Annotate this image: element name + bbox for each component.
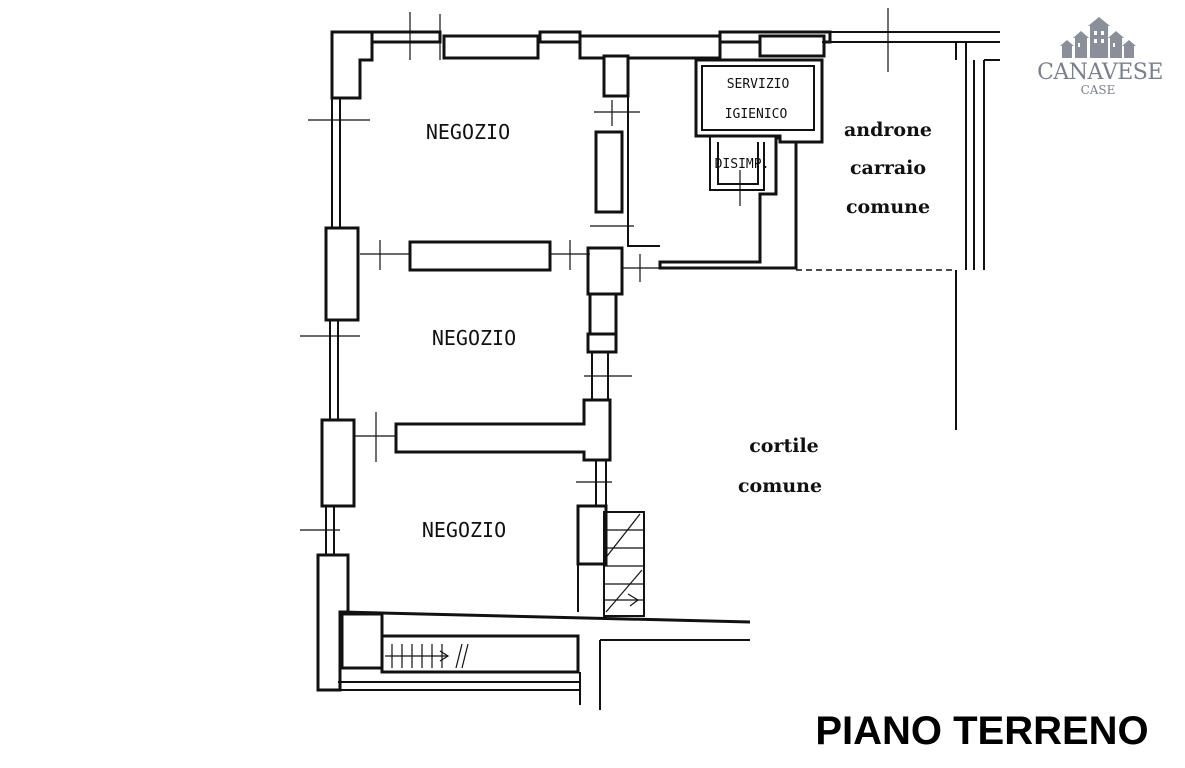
interior-walls <box>394 31 1000 617</box>
room-label-bathroom-1: SERVIZIO <box>727 77 790 92</box>
corner-pier-top-left <box>330 30 374 100</box>
bathroom-walls <box>694 58 824 144</box>
stairs-right <box>603 511 645 617</box>
logo-sub-text: CASE <box>1081 83 1116 97</box>
window-top-2 <box>578 34 722 60</box>
spine-wall-1 <box>588 292 618 336</box>
column-top <box>602 54 630 98</box>
pier-left-3 <box>316 553 350 692</box>
service-wall-lower <box>658 136 798 270</box>
room-label-hallway: DISIMP. <box>715 157 770 172</box>
logo-brand-text: CANAVESE <box>1037 60 1163 85</box>
wall-top-gap <box>538 30 582 44</box>
area-label-cortile-1: cortile <box>749 435 819 457</box>
stair-block <box>380 634 580 674</box>
spine-pier-1 <box>586 246 624 296</box>
partition-1 <box>408 240 552 272</box>
area-label-androne-1: androne <box>844 119 932 141</box>
pier-left-2 <box>320 418 356 508</box>
stair-wall <box>340 612 384 670</box>
window-top-1 <box>442 34 540 60</box>
partition-2 <box>394 398 612 462</box>
room-label-shop-top: NEGOZIO <box>426 120 510 144</box>
area-label-androne-2: carraio <box>850 157 926 179</box>
wall-segment-upper <box>594 130 624 214</box>
area-label-cortile-2: comune <box>738 475 822 497</box>
building-walls <box>316 30 832 710</box>
plan-title: PIANO TERRENO <box>815 709 1148 753</box>
canavese-case-logo: CANAVESE CASE <box>1037 17 1163 97</box>
room-label-shop-bottom: NEGOZIO <box>422 518 506 542</box>
room-label-shop-middle: NEGOZIO <box>432 326 516 350</box>
spine-pier-3 <box>576 504 608 566</box>
dimension-ticks <box>300 8 889 531</box>
spine-pier-2 <box>586 332 618 354</box>
window-top-3 <box>758 34 826 58</box>
pier-left-1 <box>324 226 360 322</box>
stairs-bottom <box>385 643 469 669</box>
houses-icon <box>1060 17 1136 58</box>
room-label-bathroom-2: IGIENICO <box>725 107 788 122</box>
area-label-androne-3: comune <box>846 196 930 218</box>
